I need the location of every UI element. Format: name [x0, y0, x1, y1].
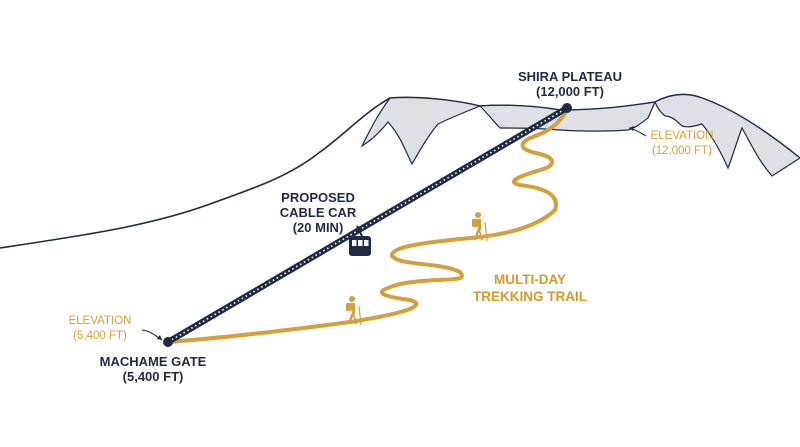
trail-label: MULTI-DAY TREKKING TRAIL — [470, 271, 590, 305]
shira-plateau-title: SHIRA PLATEAU — [518, 69, 622, 84]
hiker-icon — [346, 296, 362, 326]
shira-plateau-elevation: (12,000 FT) — [536, 84, 604, 99]
cable-car-label: PROPOSED CABLE CAR (20 MIN) — [268, 190, 368, 235]
hiker-icon — [472, 212, 488, 242]
elevation-top-title: ELEVATION — [650, 130, 714, 142]
trail-title-1: MULTI-DAY — [494, 272, 566, 287]
arrow-icon — [141, 329, 163, 341]
cable-car-line-dots — [167, 107, 568, 343]
elevation-top-label: ELEVATION (12,000 FT) — [640, 129, 724, 159]
right-peak-snow — [654, 93, 800, 177]
elevation-bottom-title: ELEVATION — [68, 315, 132, 327]
cable-car-title-2: CABLE CAR — [279, 205, 357, 220]
cable-car-duration: (20 MIN) — [292, 220, 344, 235]
machame-gate-label: MACHAME GATE (5,400 FT) — [90, 354, 216, 384]
gondola-icon — [349, 225, 371, 256]
shira-plateau-label: SHIRA PLATEAU (12,000 FT) — [500, 69, 640, 99]
machame-gate-elevation: (5,400 FT) — [122, 369, 184, 384]
shira-plateau-point — [562, 103, 572, 113]
elevation-bottom-value: (5,400 FT) — [73, 330, 127, 342]
machame-gate-title: MACHAME GATE — [99, 354, 207, 369]
machame-gate-point — [163, 337, 173, 347]
trail-title-2: TREKKING TRAIL — [473, 289, 587, 304]
elevation-top-value: (12,000 FT) — [651, 145, 713, 157]
left-peak-snow — [360, 96, 482, 166]
arrow-icon — [628, 126, 647, 137]
cable-car-title-1: PROPOSED — [281, 190, 355, 205]
elevation-bottom-label: ELEVATION (5,400 FT) — [58, 314, 142, 344]
trekking-trail — [166, 106, 570, 344]
